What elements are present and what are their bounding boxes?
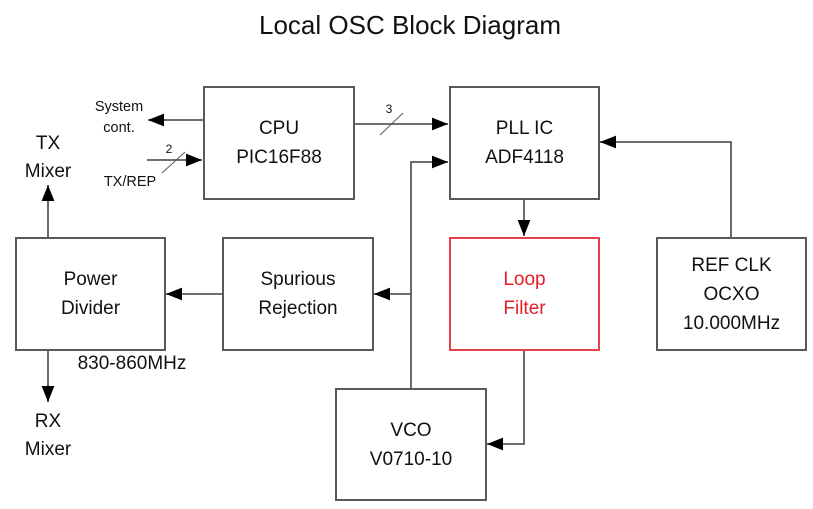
loop-filter-line2: Filter — [503, 298, 546, 319]
loop-filter-line1: Loop — [503, 269, 546, 290]
rx-mixer-line2: Mixer — [24, 439, 72, 460]
power-divider-line2: Divider — [60, 298, 121, 319]
tx-mixer-line1: TX — [35, 133, 61, 154]
bus-slash-2 — [161, 151, 186, 174]
pll-block: PLL IC ADF4118 — [449, 86, 600, 200]
bus-width-3: 3 — [385, 102, 393, 116]
bus-width-2: 2 — [165, 142, 173, 156]
frequency-range-label: 830-860MHz — [77, 353, 187, 374]
vco-label: VCO — [390, 419, 432, 441]
spurious-line2: Rejection — [258, 298, 338, 319]
pll-part: ADF4118 — [485, 147, 564, 168]
cpu-block: CPU PIC16F88 — [203, 86, 355, 200]
ref-clk-line3: 10.000MHz — [682, 312, 781, 334]
system-cont-label: System cont. — [84, 97, 154, 139]
tx-mixer-label: TX Mixer — [8, 130, 88, 186]
pll-label: PLL IC — [495, 118, 554, 139]
arrow-loop-filter-to-vco — [487, 350, 525, 451]
rx-mixer-label: RX Mixer — [8, 408, 88, 464]
ref-clk-block: REF CLK OCXO 10.000MHz — [656, 237, 807, 351]
rx-mixer-line1: RX — [34, 411, 62, 432]
ref-clk-line2: OCXO — [703, 283, 760, 305]
tx-rep-label: TX/REP — [103, 174, 157, 190]
tx-mixer-line2: Mixer — [24, 161, 72, 182]
power-divider-line1: Power — [63, 269, 118, 290]
loop-filter-block: Loop Filter — [449, 237, 600, 351]
arrow-vco-to-pll — [410, 155, 448, 388]
bus-slash-3 — [379, 112, 404, 136]
ref-clk-line1: REF CLK — [691, 254, 772, 276]
vco-block: VCO V0710-10 — [335, 388, 487, 501]
system-cont-line2: cont. — [103, 120, 135, 136]
system-cont-line1: System — [94, 99, 144, 115]
arrow-refclk-to-pll — [600, 135, 732, 237]
diagram-title: Local OSC Block Diagram — [259, 10, 561, 40]
cpu-label: CPU — [258, 118, 300, 139]
cpu-part: PIC16F88 — [236, 147, 322, 168]
power-divider-block: Power Divider — [15, 237, 166, 351]
spurious-line1: Spurious — [260, 269, 336, 290]
spurious-rejection-block: Spurious Rejection — [222, 237, 374, 351]
vco-part: V0710-10 — [369, 448, 453, 470]
